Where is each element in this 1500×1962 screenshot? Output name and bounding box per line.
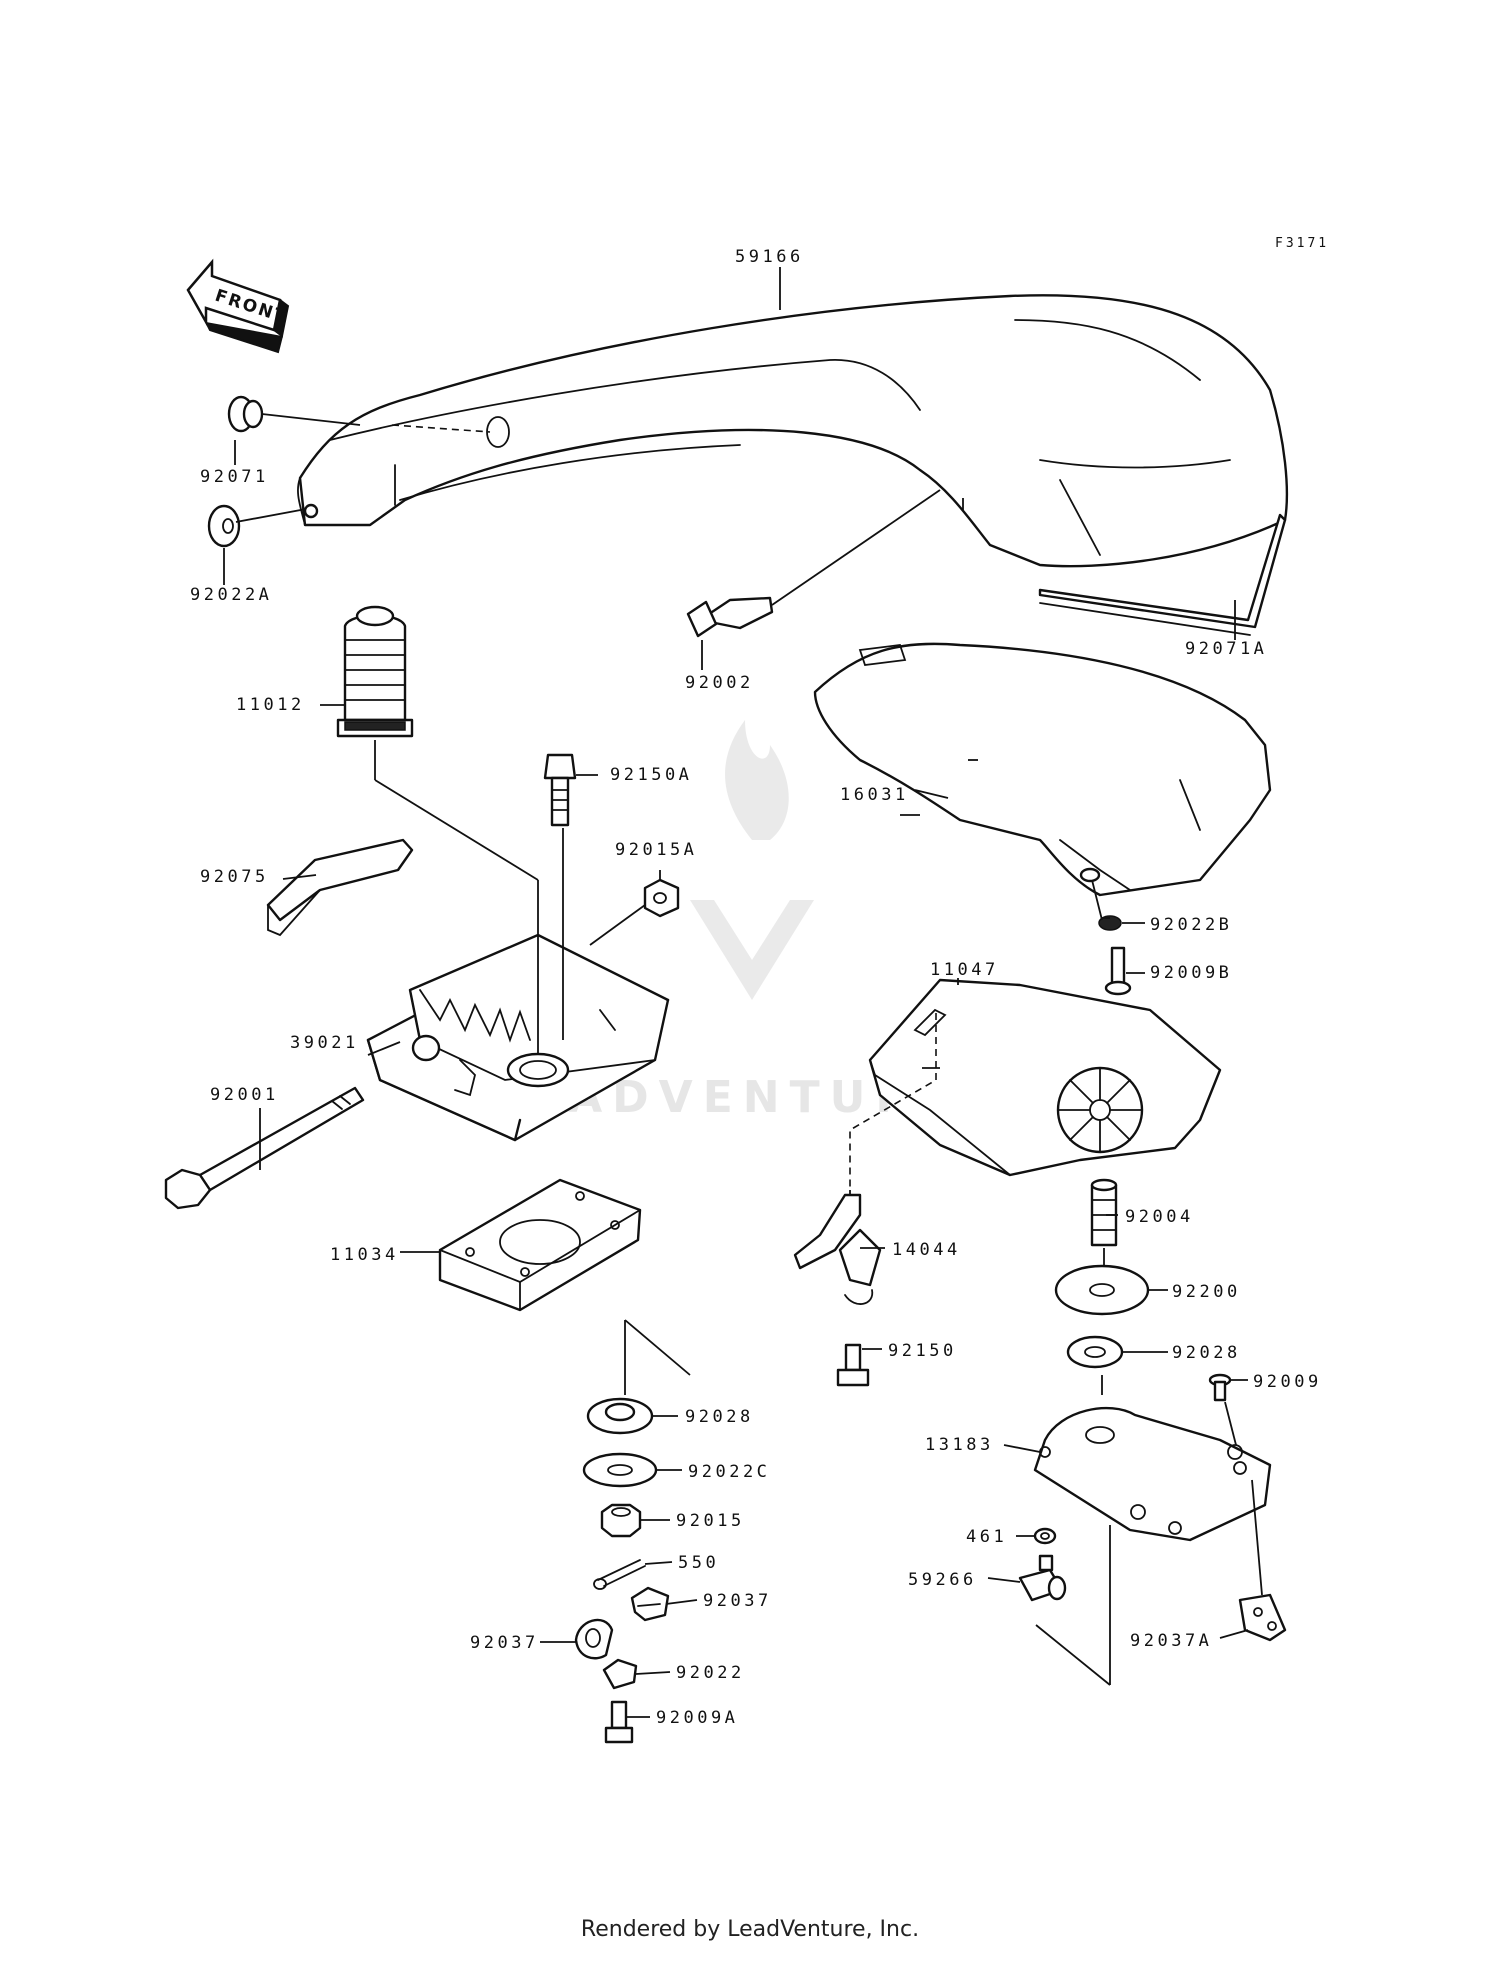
label-11047: 11047 <box>930 960 999 980</box>
bellows-11012 <box>336 605 414 738</box>
label-11012: 11012 <box>236 695 305 715</box>
label-92009: 92009 <box>1253 1372 1322 1392</box>
label-92015A: 92015A <box>615 840 697 860</box>
bolt-92002 <box>686 596 774 638</box>
label-92009A: 92009A <box>656 1708 738 1728</box>
label-14044: 14044 <box>892 1240 961 1260</box>
seat-cover-59166 <box>297 294 1289 636</box>
footer-credit: Rendered by LeadVenture, Inc. <box>580 1917 920 1942</box>
clip-14044 <box>793 1193 882 1305</box>
label-92022B: 92022B <box>1150 915 1232 935</box>
label-59166: 59166 <box>735 247 804 267</box>
label-92150: 92150 <box>888 1341 957 1361</box>
label-92200: 92200 <box>1172 1282 1241 1302</box>
label-92009B: 92009B <box>1150 963 1232 983</box>
label-39021: 39021 <box>290 1033 359 1053</box>
washer-92028-right <box>1066 1335 1124 1369</box>
nut-92015 <box>600 1503 642 1538</box>
label-59266: 59266 <box>908 1570 977 1590</box>
label-92028-left: 92028 <box>685 1407 754 1427</box>
clamp-92037-left <box>574 1618 614 1660</box>
grommet-92071 <box>227 395 264 433</box>
plate-11047 <box>849 978 1222 1190</box>
plate-13183 <box>1033 1407 1272 1542</box>
washer-92022B <box>1098 915 1122 931</box>
clip-92022 <box>602 1658 638 1690</box>
label-92028-right: 92028 <box>1172 1343 1241 1363</box>
label-92037-right: 92037 <box>703 1591 772 1611</box>
label-92071: 92071 <box>200 467 269 487</box>
screw-92009B <box>1104 946 1132 996</box>
label-92022A: 92022A <box>190 585 272 605</box>
pin-550 <box>593 1559 646 1590</box>
strip-92075 <box>266 838 414 937</box>
label-13183: 13183 <box>925 1435 994 1455</box>
label-92001: 92001 <box>210 1085 279 1105</box>
screw-92009 <box>1208 1373 1232 1402</box>
nut-461 <box>1033 1527 1057 1545</box>
label-92037-left: 92037 <box>470 1633 539 1653</box>
label-16031: 16031 <box>840 785 909 805</box>
washer-92022A <box>207 504 241 548</box>
bolt-92001 <box>164 1086 365 1210</box>
label-92022C: 92022C <box>688 1462 770 1482</box>
callout-ticks <box>223 440 1249 1718</box>
label-550: 550 <box>678 1553 719 1573</box>
part-labels: 59166 92071 92022A 92002 92071A 11012 92… <box>190 247 1322 1728</box>
label-11034: 11034 <box>330 1245 399 1265</box>
stud-92004 <box>1090 1178 1118 1247</box>
washer-92022C <box>582 1452 658 1488</box>
plate-11034 <box>438 1178 642 1312</box>
label-92015: 92015 <box>676 1511 745 1531</box>
cover-16031 <box>813 642 1272 897</box>
figure-ref: F3171 <box>1275 236 1329 251</box>
label-92075: 92075 <box>200 867 269 887</box>
label-92150A: 92150A <box>610 765 692 785</box>
leader-lines <box>235 267 1263 1686</box>
label-461: 461 <box>966 1527 1007 1547</box>
bracket-39021 <box>366 933 670 1142</box>
label-92004: 92004 <box>1125 1207 1194 1227</box>
bolt-92150 <box>836 1343 870 1387</box>
label-92071A: 92071A <box>1185 639 1267 659</box>
label-92022: 92022 <box>676 1663 745 1683</box>
nut-92015A <box>643 878 680 918</box>
clamp-92037-right <box>630 1586 670 1622</box>
clamp-92037A <box>1238 1593 1287 1642</box>
fitting-59266 <box>1018 1554 1067 1602</box>
washer-92028-left <box>586 1397 654 1435</box>
front-arrow-icon: FRONT <box>186 258 290 354</box>
label-92037A: 92037A <box>1130 1631 1212 1651</box>
screw-92009A <box>604 1700 634 1744</box>
bolt-92150A <box>543 753 577 827</box>
washer-92200 <box>1054 1264 1150 1316</box>
label-92002: 92002 <box>685 673 754 693</box>
